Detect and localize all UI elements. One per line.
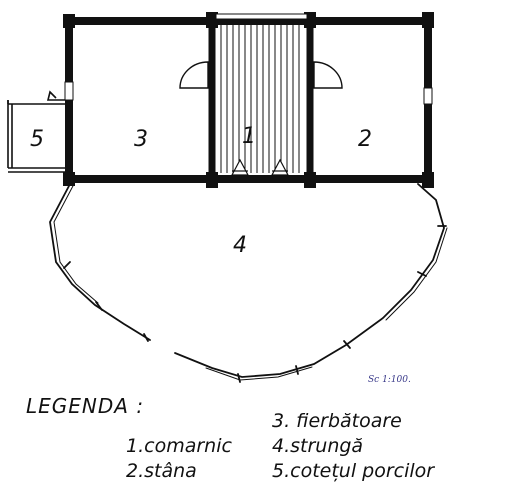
legend-item-4: 4.strungă bbox=[272, 435, 363, 457]
fence-left bbox=[49, 183, 151, 341]
room-label-3: 3 bbox=[134, 127, 148, 152]
building-walls bbox=[65, 17, 432, 183]
window-marks bbox=[64, 81, 433, 105]
log-ends bbox=[63, 12, 434, 188]
room-label-5: 5 bbox=[30, 127, 44, 152]
threshold-marks bbox=[231, 158, 289, 176]
fence-right-2 bbox=[385, 227, 448, 321]
outer-wall bbox=[65, 17, 432, 183]
room-1-hatching bbox=[220, 25, 300, 173]
fence-left-2 bbox=[53, 183, 99, 304]
room-label-4: 4 bbox=[233, 233, 247, 258]
room-4-fence bbox=[49, 183, 448, 383]
fence-bottom-2 bbox=[205, 366, 313, 381]
legend-title: LEGENDA : bbox=[26, 394, 144, 418]
top-opening bbox=[215, 13, 308, 20]
door-left bbox=[179, 61, 209, 89]
door-right bbox=[313, 61, 343, 89]
room-label-2: 2 bbox=[358, 127, 372, 152]
door-swings bbox=[179, 61, 343, 89]
legend-item-2: 2.stâna bbox=[126, 460, 197, 482]
fence-bottom bbox=[174, 183, 445, 378]
legend-item-5: 5.cotețul porcilor bbox=[272, 460, 435, 482]
legend-item-1: 1.comarnic bbox=[126, 435, 232, 457]
room-label-1: 1 bbox=[242, 124, 256, 149]
scale-note: Sc 1:100. bbox=[368, 375, 411, 385]
room-5-annex bbox=[7, 90, 65, 173]
legend: LEGENDA : 3. fierbătoare 1.comarnic 4.st… bbox=[26, 394, 435, 482]
legend-item-3: 3. fierbătoare bbox=[272, 410, 402, 432]
